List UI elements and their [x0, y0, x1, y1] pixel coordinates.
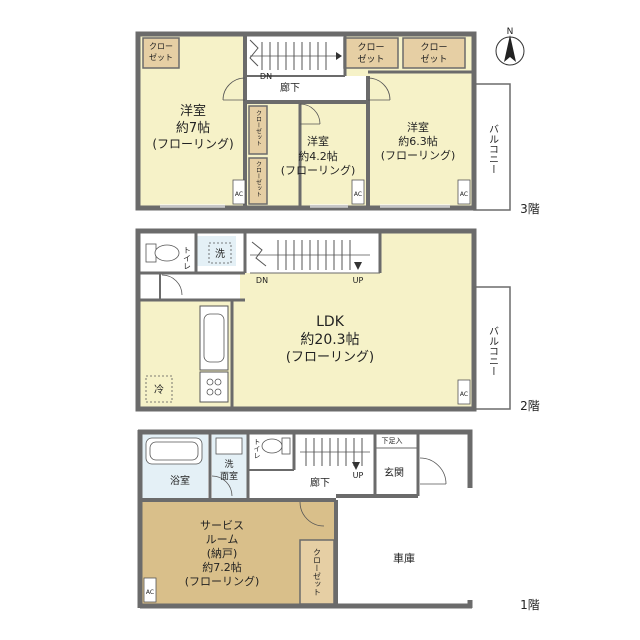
floor1-closet-label: クローゼット — [313, 548, 322, 596]
floor2-fridge-label: 冷 — [154, 383, 164, 396]
floor1-service-line-4: 約7.2帖 — [202, 560, 242, 574]
floor1-garage-label: 車庫 — [393, 551, 415, 565]
compass-icon: N — [495, 27, 525, 66]
floor1-stairs — [300, 438, 370, 466]
floor2-balcony-label: バルコニー — [487, 326, 499, 376]
floor3-room-mid-floor: (フローリング) — [281, 163, 356, 177]
floor3-room-east-floor: (フローリング) — [381, 148, 456, 162]
floor3-small-closet-2 — [248, 157, 268, 205]
floor1-ac: AC — [146, 589, 154, 596]
floor2-sink — [203, 313, 225, 363]
floor2-toilet-fixture — [145, 243, 180, 263]
floor-1 — [137, 429, 473, 609]
floor2-washer-area — [196, 236, 236, 266]
floor3-ac-1: AC — [235, 191, 243, 198]
floor3-dn-label: DN — [260, 72, 272, 81]
floor3-small-closet-2-label: クローゼット — [255, 161, 262, 197]
floor-3 — [135, 31, 511, 211]
floor2-dn-label: DN — [256, 276, 268, 285]
floor1-service-line-2: ルーム — [206, 533, 239, 546]
floor3-closet-nw-label-1: クロー — [149, 42, 173, 51]
floor2-fridge-box — [145, 375, 173, 403]
floor3-room-west-size: 約7帖 — [176, 121, 210, 136]
floor1-wash-label-1: 洗 — [224, 458, 233, 470]
floor3-closet-a-label-2: ゼット — [357, 53, 384, 65]
floor1-level-label: 1階 — [520, 597, 540, 612]
floor1-entrance-label: 玄関 — [384, 466, 404, 479]
floor1-service-line-1: サービス — [200, 519, 244, 532]
floor3-ac-2: AC — [354, 191, 362, 198]
floor2-hall-fill — [140, 273, 240, 300]
floor2-washer-label: 洗 — [215, 248, 225, 260]
floor3-level-label: 3階 — [520, 201, 540, 216]
floor3-closet-b-label-2: ゼット — [420, 53, 447, 65]
floor3-closet-a-label-1: クロー — [357, 42, 384, 53]
floor1-toilet-label: トイレ — [253, 438, 261, 459]
floor3-closet-b-label-1: クロー — [420, 42, 447, 53]
floor2-ldk-size: 約20.3帖 — [300, 332, 359, 348]
floor3-room-west-floor: (フローリング) — [152, 137, 233, 151]
floor2-stairs — [250, 240, 370, 270]
floor2-ldk-name: LDK — [316, 314, 345, 330]
floor3-closet-nw-label-2: ゼット — [149, 52, 173, 62]
floor1-up-label: UP — [353, 471, 364, 480]
floor3-room-east-name: 洋室 — [407, 120, 429, 134]
floor2-ac: AC — [460, 391, 468, 398]
floor2-washer-box — [208, 242, 232, 264]
floor2-level-label: 2階 — [520, 398, 540, 413]
floor1-toilet-fixture — [261, 437, 291, 455]
floor1-bath-label: 浴室 — [170, 474, 190, 487]
floor3-ac-3: AC — [460, 191, 468, 198]
floor-2 — [135, 228, 511, 412]
floor3-balcony-label: バルコニー — [487, 124, 499, 174]
floor3-corridor-label: 廊下 — [280, 81, 300, 94]
floor3-corridor-fill — [245, 76, 369, 102]
floor1-shoe-label: 下足入 — [382, 437, 403, 445]
floor2-toilet-label: トイレ — [183, 246, 192, 270]
floor3-room-mid-name: 洋室 — [307, 134, 329, 148]
floor3-closet-a — [343, 37, 399, 69]
floor3-small-closet-1-label: クローゼット — [255, 110, 262, 146]
floor2-up-label: UP — [353, 276, 364, 285]
floor3-stairs — [249, 39, 336, 70]
floor3-closet-nw — [142, 37, 180, 69]
floor1-basin — [215, 437, 243, 455]
floor3-small-closet-1 — [248, 105, 268, 155]
floor3-room-west-name: 洋室 — [180, 103, 206, 119]
floor2-balcony — [473, 286, 511, 410]
floor1-corridor-label: 廊下 — [310, 476, 330, 489]
floor1-service-line-5: (フローリング) — [185, 574, 260, 588]
floor1-bathtub — [145, 437, 203, 465]
floor1-wash-label-2: 面室 — [220, 470, 238, 482]
floor3-room-mid-size: 約4.2帖 — [298, 149, 338, 163]
floor2-ldk-floor: (フローリング) — [286, 350, 374, 365]
floor1-service-line-3: (納戸) — [207, 547, 238, 560]
floor3-room-east-size: 約6.3帖 — [398, 134, 438, 148]
floor3-closet-b — [402, 37, 466, 69]
compass-north-label: N — [507, 27, 514, 37]
floor3-balcony — [473, 83, 511, 211]
floor2-stove — [199, 371, 229, 403]
